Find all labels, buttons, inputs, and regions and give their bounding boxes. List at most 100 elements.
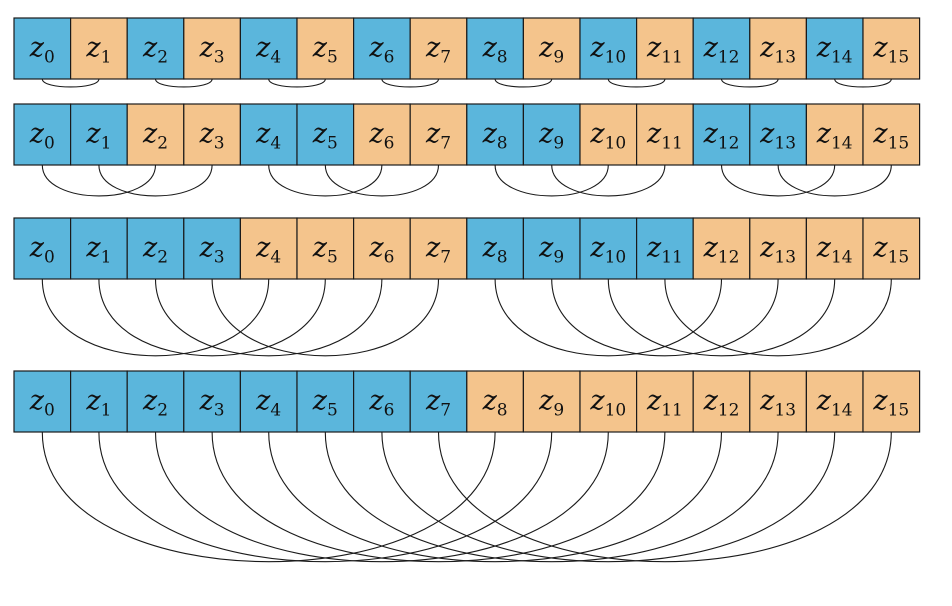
cell-letter: z [538, 233, 554, 264]
cell-box [635, 103, 694, 166]
connection-arc [268, 164, 383, 197]
cell-label: z7 [425, 119, 451, 154]
connection-arc [268, 431, 723, 563]
cell-label: z12 [703, 119, 740, 154]
cell-subscript: 10 [605, 48, 627, 68]
cell-letter: z [29, 119, 45, 150]
cell-box [239, 370, 298, 433]
cell-box [579, 217, 638, 280]
cell-box [862, 17, 921, 80]
connection-arc [551, 164, 666, 197]
row-2-arcs [41, 278, 892, 357]
row-1-arcs [41, 164, 892, 197]
cell-box [466, 17, 524, 80]
cell-box [69, 17, 128, 80]
cell-box [13, 17, 72, 80]
cell-letter: z [368, 233, 384, 264]
cell-subscript: 5 [327, 134, 338, 154]
cell-letter: z [482, 386, 498, 417]
cell-label: z11 [646, 119, 683, 154]
cell-subscript: 3 [214, 248, 225, 268]
cell-letter: z [199, 386, 215, 417]
cell-label: z12 [703, 386, 740, 421]
cell-letter: z [312, 386, 328, 417]
cell-label: z12 [703, 233, 740, 268]
cell-box [353, 17, 411, 80]
cell-letter: z [85, 233, 101, 264]
connection-arc [381, 78, 440, 88]
cell-box [692, 370, 751, 433]
cell-subscript: 6 [384, 48, 395, 68]
cell-label: z6 [368, 386, 394, 421]
cell-subscript: 9 [553, 134, 564, 154]
cell-box [409, 370, 468, 433]
cell-box [13, 103, 72, 166]
cell-subscript: 0 [44, 248, 55, 268]
cell-label: z10 [589, 119, 626, 154]
cell-label: z12 [703, 33, 740, 68]
cell-letter: z [589, 233, 605, 264]
connection-arc [834, 78, 892, 88]
cell-letter: z [199, 233, 215, 264]
cell-letter: z [85, 33, 101, 64]
cell-box [749, 17, 807, 80]
cell-subscript: 1 [101, 48, 112, 68]
cell-box [579, 17, 638, 80]
cell-letter: z [646, 233, 662, 264]
cell-label: z9 [538, 386, 564, 421]
cell-letter: z [482, 119, 498, 150]
cell-label: z2 [142, 119, 168, 154]
cell-letter: z [816, 119, 832, 150]
cell-box [862, 370, 921, 433]
connection-arc [437, 431, 892, 563]
cell-label: z13 [759, 119, 796, 154]
cell-subscript: 7 [440, 134, 451, 154]
cell-letter: z [85, 386, 101, 417]
connection-arc [154, 431, 609, 563]
cell-box [409, 17, 468, 80]
cell-letter: z [759, 233, 775, 264]
cell-box [409, 217, 468, 280]
cell-subscript: 12 [718, 134, 740, 154]
cell-box [69, 217, 128, 280]
cell-subscript: 2 [157, 48, 168, 68]
cell-label: z8 [482, 386, 508, 421]
cell-subscript: 5 [327, 248, 338, 268]
cell-letter: z [589, 119, 605, 150]
cell-letter: z [255, 233, 271, 264]
cell-letter: z [589, 386, 605, 417]
cell-label: z15 [872, 33, 909, 68]
cell-box [239, 217, 298, 280]
connection-arc [98, 164, 213, 197]
cell-box [296, 370, 355, 433]
cell-label: z9 [538, 119, 564, 154]
cell-box [579, 370, 638, 433]
cell-label: z8 [482, 119, 508, 154]
cell-box [466, 103, 524, 166]
connection-arc [720, 164, 836, 197]
cell-label: z4 [255, 386, 281, 421]
cell-box [522, 217, 581, 280]
cell-label: z13 [759, 386, 796, 421]
cell-subscript: 13 [774, 401, 796, 421]
cell-label: z14 [816, 386, 853, 421]
cell-letter: z [312, 233, 328, 264]
cell-box [183, 103, 242, 166]
cell-subscript: 7 [440, 248, 451, 268]
cell-letter: z [425, 386, 441, 417]
connection-arc [381, 431, 836, 563]
cell-letter: z [703, 386, 719, 417]
cell-subscript: 6 [384, 401, 395, 421]
cell-box [296, 217, 355, 280]
connection-arc [777, 164, 892, 197]
cell-letter: z [255, 119, 271, 150]
cell-subscript: 7 [440, 401, 451, 421]
cell-letter: z [29, 386, 45, 417]
cell-label: z15 [872, 119, 909, 154]
connection-arc [98, 278, 326, 357]
connection-arc [324, 431, 779, 563]
